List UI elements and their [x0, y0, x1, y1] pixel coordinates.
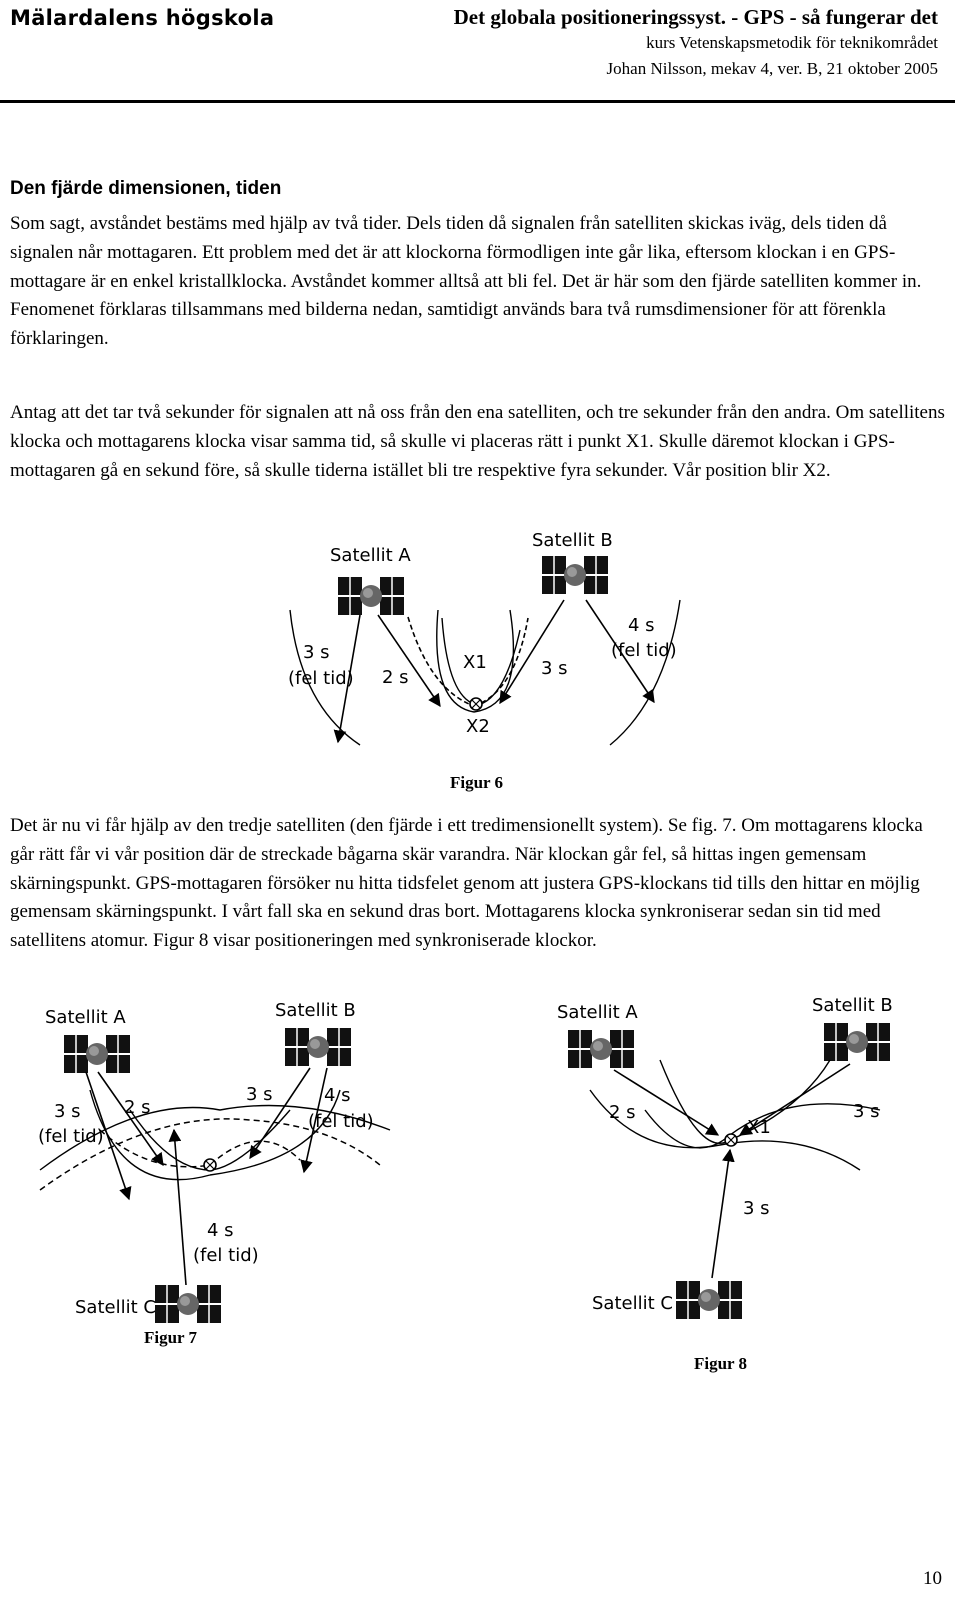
- fig7-a-wrong-note: (fel tid): [38, 1126, 104, 1147]
- fig7-b-right-time: 3 s: [246, 1084, 273, 1105]
- fig6-b-right-time: 3 s: [541, 658, 568, 679]
- fig6-satellite-a-label: Satellit A: [330, 545, 411, 566]
- fig8-b-time: 3 s: [853, 1101, 880, 1122]
- fig8-satellite-c-label: Satellit C: [592, 1293, 673, 1314]
- fig6-x2-label: X2: [466, 716, 490, 737]
- paragraph-intro: Som sagt, avståndet bestäms med hjälp av…: [10, 213, 922, 350]
- fig8-arc-c: [659, 1059, 731, 1145]
- fig7-c-wrong-time: 4 s: [207, 1220, 234, 1241]
- fig6-arc-solid-3: [473, 609, 515, 713]
- course-name: kurs Vetenskapsmetodik för teknikområdet: [646, 33, 938, 52]
- fig8-arc-d: [729, 1059, 831, 1141]
- document-title: Det globala positioneringssyst. - GPS - …: [453, 5, 938, 29]
- fig8-c-time: 3 s: [743, 1198, 770, 1219]
- fig7-arrow-a-wrong: [85, 1071, 132, 1201]
- fig7-satellite-a-label: Satellit A: [45, 1007, 126, 1028]
- fig7-arc-dashed-2: [39, 1118, 381, 1191]
- fig7-satellite-c-icon: [153, 1283, 223, 1325]
- fig7-arrow-a-right: [97, 1071, 164, 1167]
- fig7-satellite-b-icon: [283, 1026, 353, 1068]
- figure-8-caption: Figur 8: [694, 1354, 748, 1373]
- figure-7-caption: Figur 7: [144, 1328, 198, 1347]
- fig7-b-wrong-note: (fel tid): [308, 1111, 374, 1132]
- fig8-satellite-a-icon: [566, 1028, 636, 1070]
- fig8-a-time: 2 s: [609, 1102, 636, 1123]
- page-number: 10: [923, 1568, 942, 1589]
- fig6-arc-right: [609, 599, 681, 746]
- fig6-arrow-a-wrong: [333, 614, 361, 744]
- fig7-arrow-c-wrong: [168, 1128, 187, 1286]
- fig7-b-wrong-time: 4 s: [324, 1085, 351, 1106]
- fig6-b-wrong-time: 4 s: [628, 615, 655, 636]
- paragraph-third-satellite: Det är nu vi får hjälp av den tredje sat…: [10, 815, 923, 952]
- fig7-satellite-c-label: Satellit C: [75, 1297, 156, 1318]
- fig7-arrow-b-right: [249, 1067, 311, 1160]
- fig6-satellite-b-label: Satellit B: [532, 530, 613, 551]
- fig8-arrow-a: [613, 1069, 720, 1136]
- fig6-b-wrong-note: (fel tid): [611, 640, 677, 661]
- header-block: Det globala positioneringssyst. - GPS - …: [454, 4, 938, 82]
- fig8-group: Satellit A Satellit B Satellit C 2 s 3 s…: [557, 995, 893, 1321]
- fig6-a-right-time: 2 s: [382, 667, 409, 688]
- fig8-satellite-b-label: Satellit B: [812, 995, 893, 1016]
- fig8-arrow-b: [738, 1063, 851, 1136]
- fig6-satellite-b-icon: [540, 554, 610, 596]
- fig6-arrow-b-right: [499, 599, 565, 705]
- fig6-arc-a-dashed: [407, 616, 475, 707]
- fig6-arrow-b-wrong: [585, 599, 655, 704]
- fig7-group: Satellit A Satellit B Satellit C 3 s (fe…: [38, 1000, 391, 1325]
- fig7-a-wrong-time: 3 s: [54, 1101, 81, 1122]
- fig7-arc-solid-1: [39, 1104, 391, 1171]
- fig6-a-wrong-note: (fel tid): [288, 668, 354, 689]
- figure-6-caption: Figur 6: [450, 773, 504, 792]
- fig7-arc-dashed-1: [99, 1129, 301, 1168]
- fig7-satellite-a-icon: [62, 1033, 132, 1075]
- fig6-x1-label: X1: [463, 652, 487, 673]
- fig6-a-wrong-time: 3 s: [303, 642, 330, 663]
- fig6-group: Satellit A Satellit B 3 s (fel tid) 2 s …: [288, 530, 681, 746]
- fig8-x1-label: X1: [747, 1117, 771, 1138]
- section-heading: Den fjärde dimensionen, tiden: [10, 178, 282, 199]
- fig7-satellite-b-label: Satellit B: [275, 1000, 356, 1021]
- fig6-arrow-a-right: [377, 614, 441, 708]
- fig8-satellite-b-icon: [822, 1021, 892, 1063]
- paragraph-example: Antag att det tar två sekunder för signa…: [10, 402, 945, 481]
- fig8-arc-a: [589, 1089, 861, 1171]
- fig8-satellite-a-label: Satellit A: [557, 1002, 638, 1023]
- author-line: Johan Nilsson, mekav 4, ver. B, 21 oktob…: [606, 59, 938, 78]
- fig8-arrow-c: [711, 1148, 735, 1279]
- fig7-arc-solid-3: [89, 1089, 211, 1181]
- school-name: Mälardalens högskola: [10, 6, 275, 30]
- fig6-arc-solid-2: [436, 609, 475, 713]
- fig7-a-right-time: 2 s: [124, 1097, 151, 1118]
- fig7-c-wrong-note: (fel tid): [193, 1245, 259, 1266]
- header-divider: [0, 100, 955, 103]
- fig8-satellite-c-icon: [674, 1279, 744, 1321]
- fig7-arrow-b-wrong: [300, 1067, 328, 1174]
- fig6-satellite-a-icon: [336, 575, 406, 617]
- fig7-arc-solid-4: [209, 1089, 341, 1176]
- fig6-arc-left: [289, 609, 361, 746]
